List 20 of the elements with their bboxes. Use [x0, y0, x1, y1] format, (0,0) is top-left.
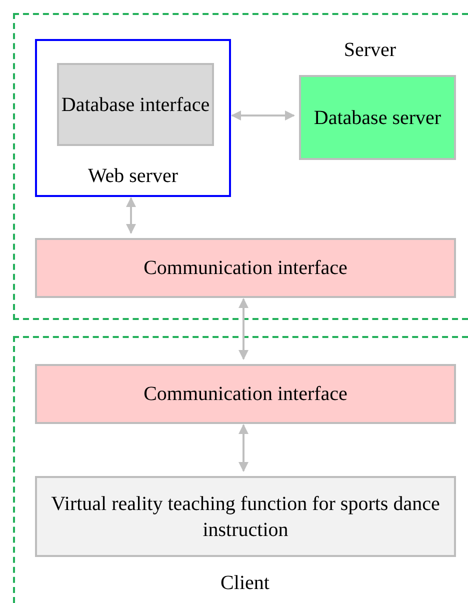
- double-arrow: [238, 424, 248, 472]
- node-label: Web server: [86, 164, 179, 189]
- interface-box: [57, 63, 214, 146]
- dashed-region: [13, 336, 468, 603]
- node-label: Virtual reality teaching function for sports dance instruction: [50, 492, 441, 542]
- interface-box: [35, 238, 456, 298]
- node-label: Client: [220, 571, 270, 596]
- double-arrow: [238, 298, 248, 360]
- node-label: Communication interface: [144, 256, 348, 281]
- interface-box: [35, 364, 456, 424]
- double-arrow: [231, 110, 295, 120]
- node-label: Database interface: [61, 92, 210, 118]
- function-box: [35, 476, 456, 557]
- node-label: Server: [342, 38, 398, 63]
- double-arrow: [126, 197, 136, 234]
- database-box: [299, 75, 456, 160]
- node-label: Communication interface: [144, 382, 348, 407]
- server-box: [35, 39, 231, 197]
- dashed-region: [13, 13, 468, 320]
- node-label: Database server: [314, 106, 442, 130]
